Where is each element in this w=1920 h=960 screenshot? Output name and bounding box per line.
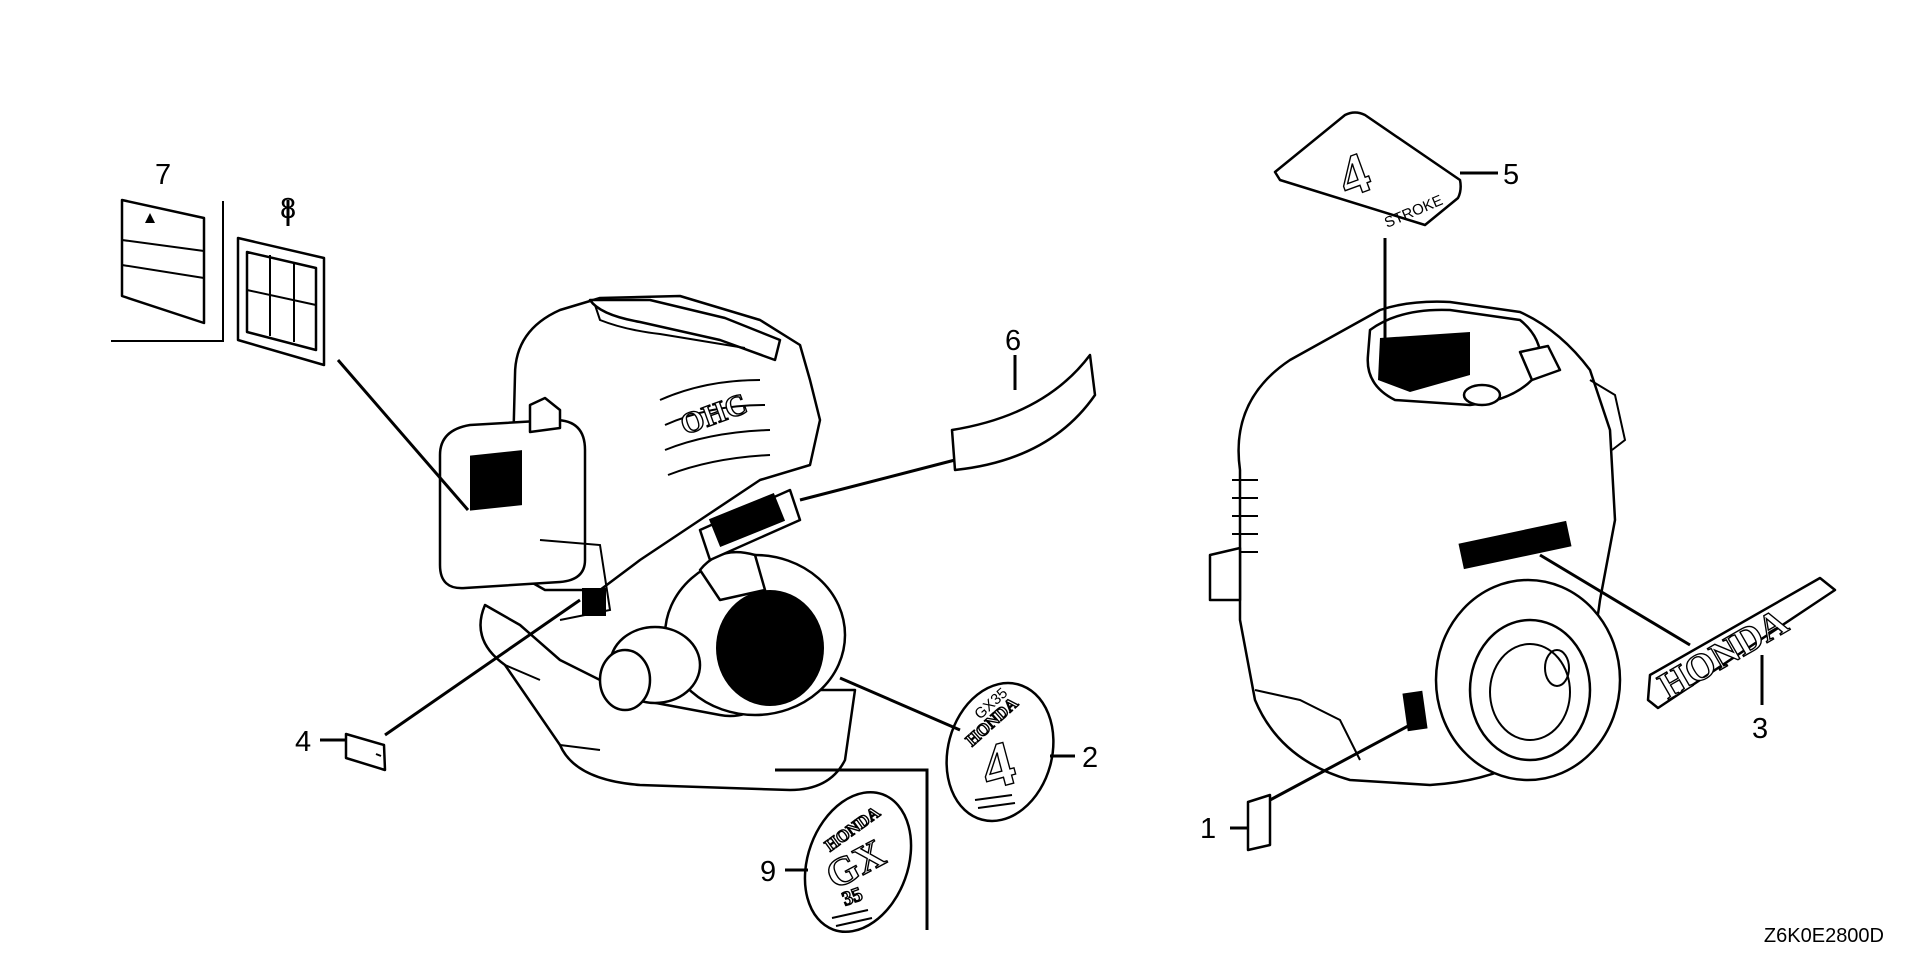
svg-text:HONDA: HONDA [1652,600,1796,707]
part-4-small-label [344,732,387,772]
black-label-spot [470,450,522,511]
callout-5: 5 [1503,159,1519,191]
honda-decal-spot [1458,520,1572,570]
callout-7: 7 [155,159,171,191]
part-9-gx-emblem: HONDA GX 35 [775,768,929,934]
callout-8: 8 [280,193,296,225]
callout-2: 2 [1082,742,1098,774]
callout-9: 9 [760,856,776,888]
drawing-code: Z6K0E2800D [1763,925,1884,947]
callout-3: 3 [1752,713,1768,745]
part-8-grid-label [236,236,326,367]
part-6-tape-strip [950,353,1097,472]
part-1-small-label [1246,793,1272,852]
callout-6: 6 [1005,325,1021,357]
leader-lines [286,171,1764,872]
left-engine-assembly [438,294,857,792]
callout-1: 1 [1200,813,1216,845]
right-engine-cover [1208,300,1627,787]
callout-4: 4 [295,726,311,758]
part-3-honda-badge: HONDA [1646,576,1837,710]
part-2-gx35-emblem: GX35 HONDA 4 [945,681,1055,823]
part-5-stroke-decal: 4 STROKE [1273,111,1462,232]
part-7-warning-label [111,198,224,342]
